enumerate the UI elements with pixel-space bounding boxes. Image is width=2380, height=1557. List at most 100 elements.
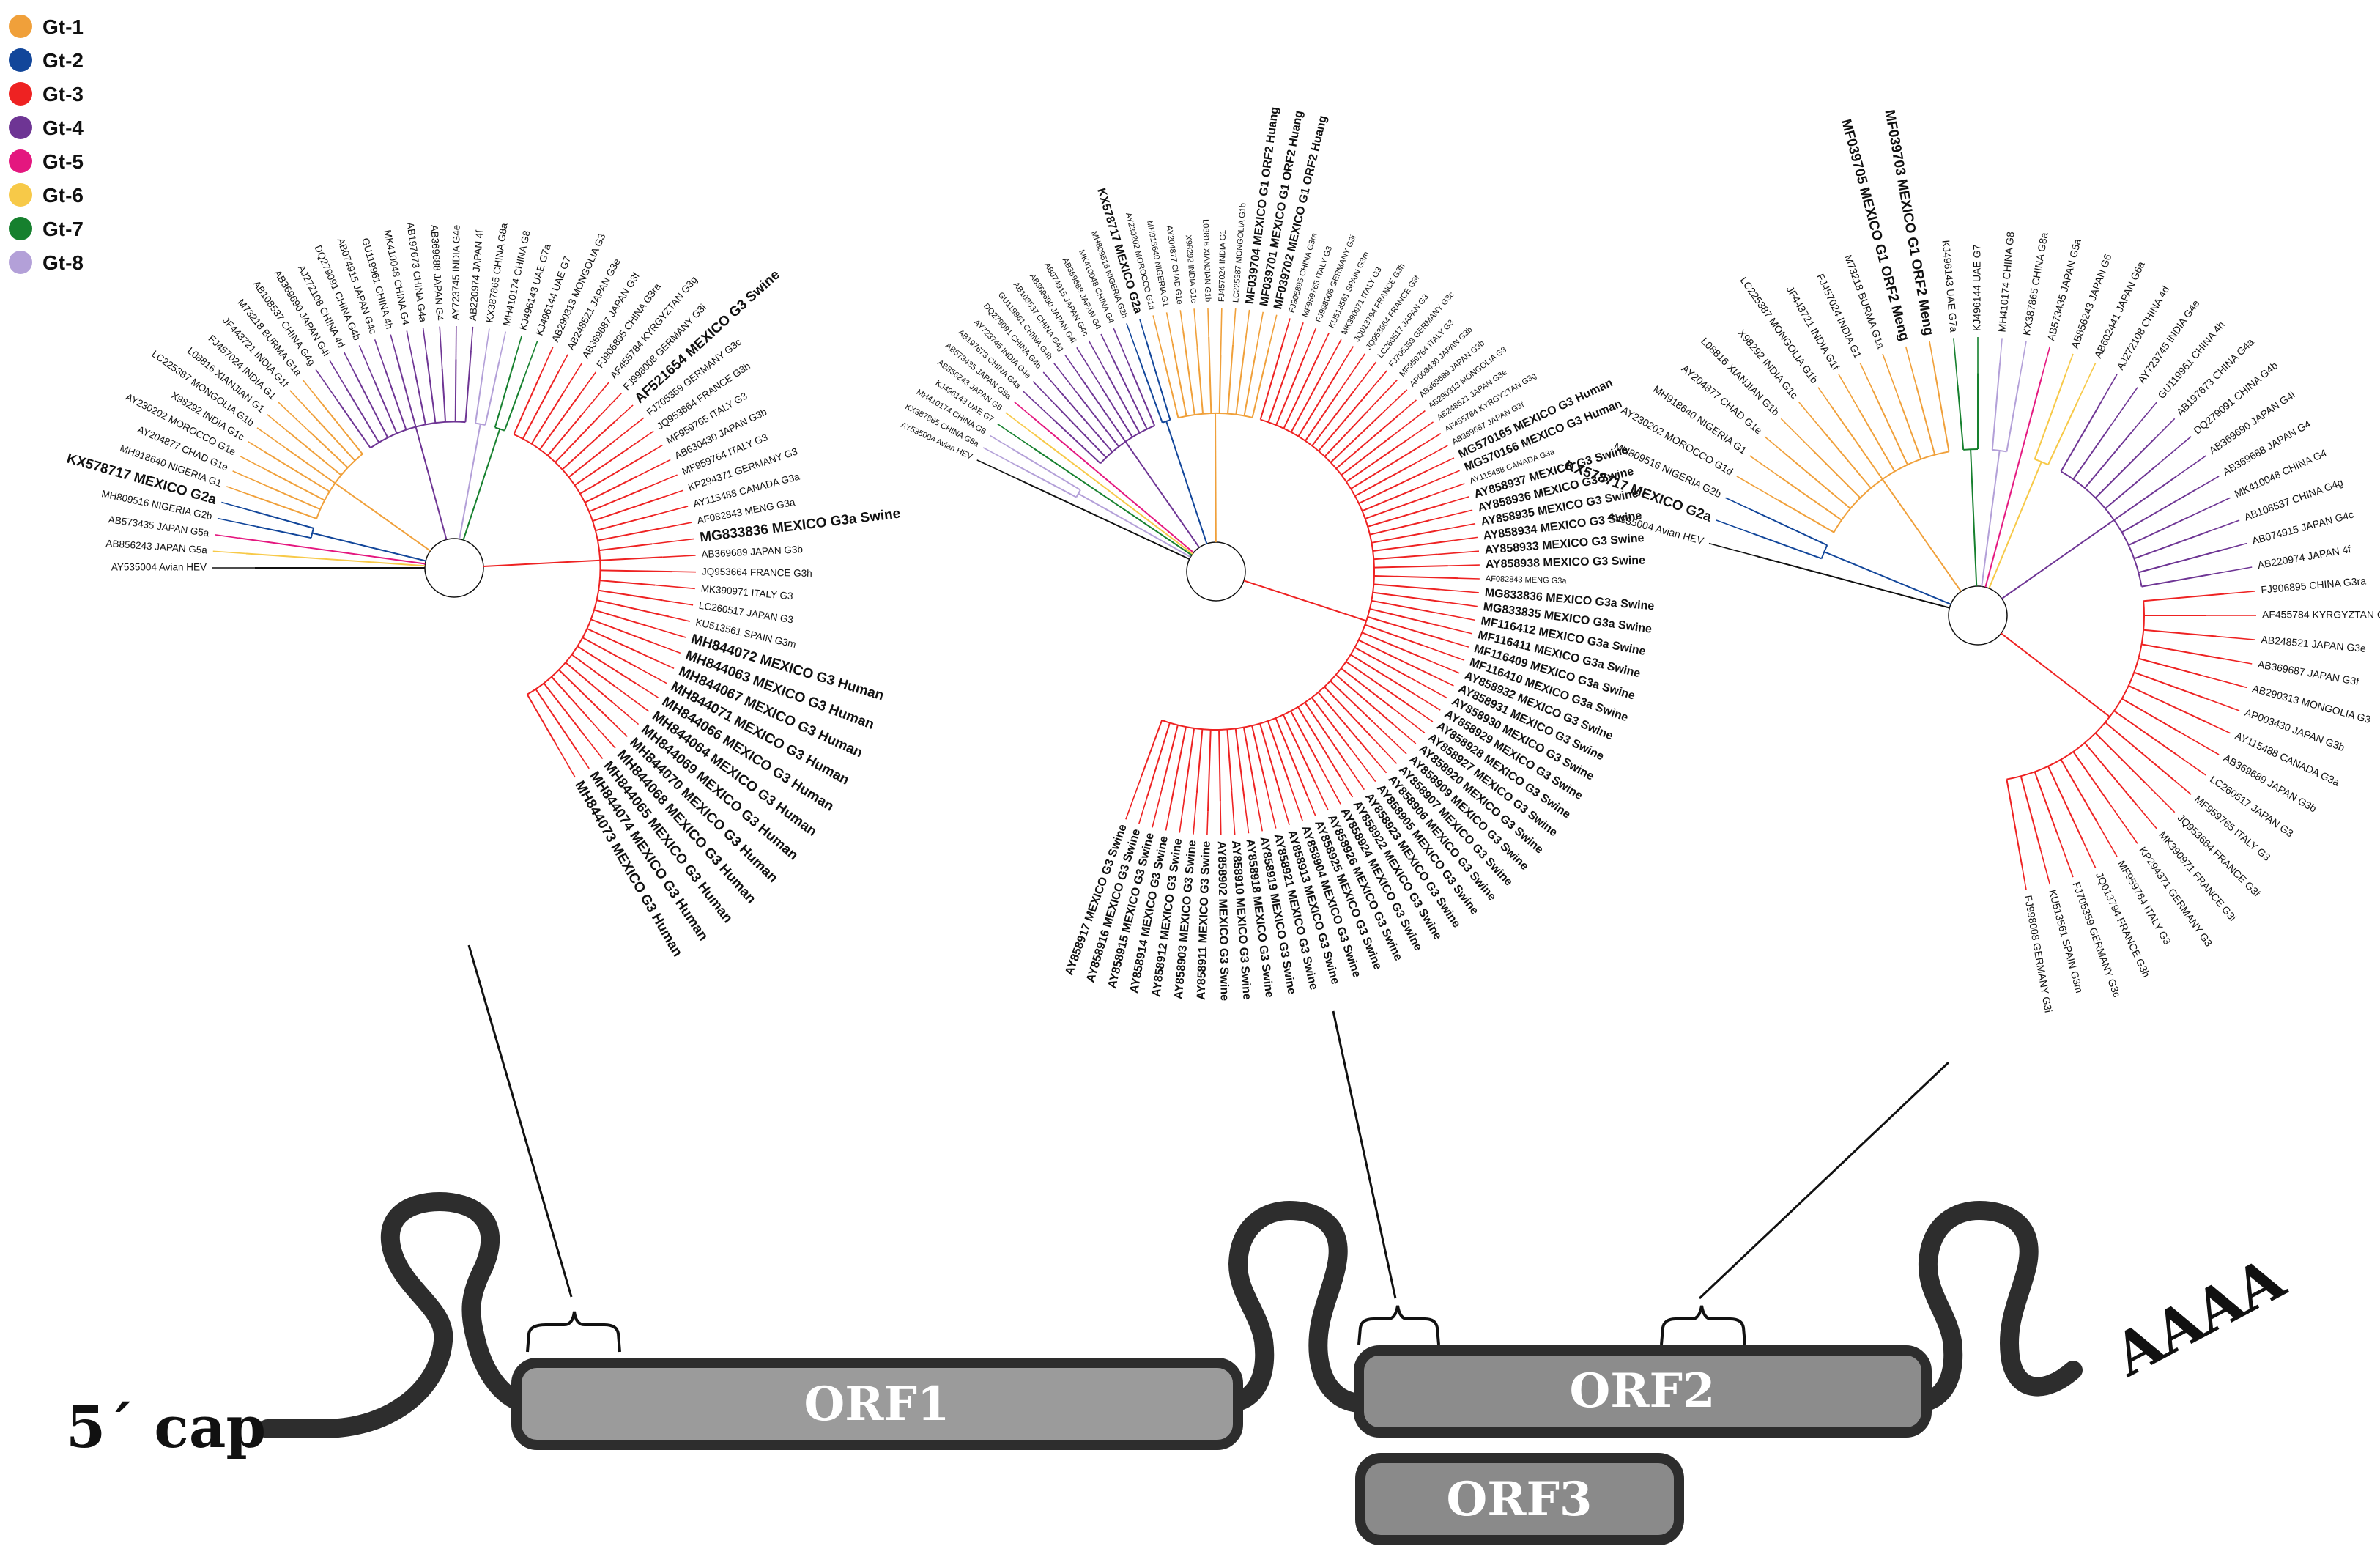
leaf-branch	[1305, 392, 1339, 442]
leaf-branch-tip	[1042, 371, 1058, 389]
leaf-branch	[1915, 384, 1936, 455]
leaf-branch-tip	[2201, 674, 2247, 689]
leaf-label: AB369687 JAPAN G3f	[2257, 658, 2360, 687]
leaf-branch	[2143, 629, 2217, 637]
leaf-branch	[353, 371, 389, 438]
leaf-branch-tip	[636, 459, 671, 478]
leaf-branch-tip	[1382, 389, 1408, 414]
brace-orf2-huang	[1357, 1305, 1440, 1345]
leaf-label: AB369688 JAPAN G4	[429, 224, 445, 321]
clade-arc	[2006, 601, 2145, 780]
leaf-branch	[590, 618, 654, 644]
clade-trunk	[309, 547, 426, 565]
leaf-branch	[1365, 624, 1423, 646]
leaf-branch	[1812, 449, 1861, 499]
leaf-branch-tip	[1429, 509, 1473, 522]
leaf-branch	[1034, 448, 1086, 484]
leaf-branch-tip	[583, 733, 604, 759]
leaf-branch-tip	[2173, 779, 2192, 795]
leaf-branch	[1358, 470, 1428, 504]
leaf-branch	[1054, 404, 1107, 459]
leaf-branch-tip	[541, 347, 554, 374]
leaf-branch	[1324, 411, 1368, 457]
clade-arc	[2034, 458, 2049, 466]
legend-label-5: Gt-5	[42, 150, 84, 173]
leaf-branch	[1031, 416, 1096, 470]
leaf-branch	[1371, 529, 1442, 544]
leaf-branch-tip	[1339, 776, 1354, 798]
leaf-branch	[1226, 729, 1233, 791]
leaf-branch-tip	[1393, 708, 1426, 733]
clade-trunk	[1084, 482, 1193, 556]
leaf-label: AB197673 CHINA G4a	[2174, 336, 2256, 418]
leaf-branch	[464, 350, 472, 423]
region-connectors	[467, 944, 1950, 1300]
leaf-branch	[1311, 697, 1349, 747]
leaf-branch	[2034, 374, 2066, 460]
leaf-branch-tip	[2108, 802, 2138, 844]
leaf-branch-tip	[1283, 318, 1291, 341]
leaf-label: L08816 XIANJIAN G1b	[1201, 219, 1212, 302]
leaf-branch	[1372, 591, 1449, 604]
leaf-branch	[574, 448, 629, 487]
leaf-branch-tip	[614, 685, 650, 712]
leaf-label: AY204877 CHAD G1e	[1680, 363, 1765, 437]
leaf-branch	[412, 365, 426, 425]
leaf-branch	[600, 556, 663, 561]
legend-label-3: Gt-3	[42, 83, 84, 106]
leaf-branch-tip	[1280, 796, 1290, 826]
leaf-branch	[2084, 742, 2138, 806]
leaf-label: FJ998008 GERMANY G3i	[2023, 894, 2055, 1013]
leaf-branch-tip	[470, 326, 474, 351]
leaf-branch	[2072, 751, 2110, 804]
rna-backbone	[258, 1191, 2083, 1438]
leaf-branch-tip	[1245, 807, 1250, 834]
leaf-branch	[1783, 452, 1851, 509]
leaf-branch	[1243, 355, 1256, 416]
clade-arc	[1161, 418, 1375, 731]
leaf-branch	[245, 552, 309, 559]
leaf-branch-tip	[1443, 496, 1469, 505]
leaf-branch-tip	[2216, 635, 2255, 640]
leaf-label: KX387865 CHINA G8a	[2020, 232, 2050, 336]
tree-root-arc	[1186, 541, 1246, 602]
orf1-label: ORF1	[804, 1377, 950, 1432]
leaf-branch	[596, 599, 670, 618]
leaf-branch-tip	[635, 683, 659, 698]
leaf-branch-tip	[406, 330, 415, 366]
leaf-branch-tip	[1372, 721, 1407, 755]
leaf-branch	[1290, 373, 1324, 433]
leaf-branch-tip	[653, 506, 689, 517]
leaf-branch-tip	[1422, 433, 1442, 445]
leaf-branch-tip	[2097, 822, 2118, 857]
leaf-branch	[547, 414, 583, 456]
leaf-branch	[373, 380, 398, 434]
leaf-branch-tip	[2101, 374, 2118, 402]
leaf-branch-tip	[1416, 470, 1460, 489]
leaf-branch-tip	[1716, 519, 1754, 534]
leaf-branch-tip	[1398, 399, 1417, 416]
leaf-branch	[316, 397, 363, 455]
leaf-branch-tip	[2224, 658, 2253, 665]
leaf-branch-tip	[1391, 410, 1426, 437]
leaf-branch	[494, 356, 516, 428]
leaf-branch	[579, 455, 645, 495]
legend-swatch-4	[9, 116, 32, 139]
leaf-label: KJ496144 UAE G7	[1971, 244, 1983, 331]
leaf-branch-tip	[1348, 746, 1376, 783]
connector-orf2-huang	[1332, 1010, 1397, 1299]
leaf-branch	[598, 589, 663, 602]
leaf-branch-tip	[1953, 338, 1959, 385]
leaf-branch-tip	[1126, 323, 1139, 356]
leaf-branch	[238, 537, 310, 549]
leaf-branch-tip	[2154, 436, 2192, 467]
leaf-branch	[2133, 671, 2206, 699]
leaf-branch-tip	[1412, 445, 1448, 465]
legend-swatch-5	[9, 149, 32, 173]
leaf-branch	[2128, 685, 2208, 723]
leaf-branch	[1275, 717, 1308, 796]
leaf-branch-tip	[2017, 341, 2027, 385]
leaf-branch	[535, 688, 578, 751]
leaf-label: AB856243 JAPAN G5a	[105, 538, 208, 556]
leaf-branch-tip	[2083, 842, 2097, 868]
